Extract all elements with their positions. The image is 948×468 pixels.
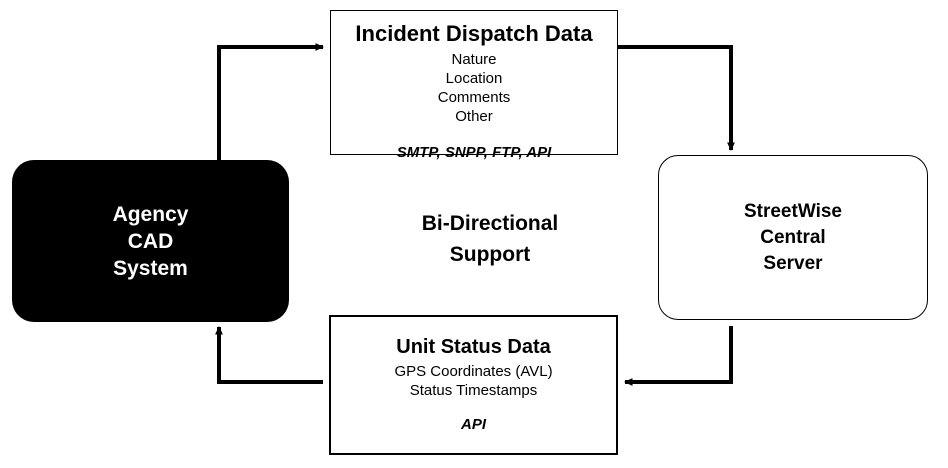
node-unit-status-data[interactable]: Unit Status Data GPS Coordinates (AVL) S…: [329, 315, 618, 455]
node-agency-cad-system[interactable]: Agency CAD System: [12, 160, 289, 322]
caption-bi-directional-support: Bi-Directional Support: [421, 212, 559, 266]
connector-incident-to-server: [612, 45, 735, 151]
node-streetwise-central-server[interactable]: StreetWise Central Server: [658, 155, 928, 320]
node-unit-status-data-protocols: API: [460, 416, 486, 433]
connector-unit-to-cad: [215, 326, 323, 384]
node-streetwise-central-server-title: StreetWise Central Server: [743, 200, 843, 274]
connector-server-to-unit: [624, 326, 733, 386]
connector-cad-to-incident: [217, 43, 324, 166]
node-incident-dispatch-data[interactable]: Incident Dispatch Data Nature Location C…: [330, 10, 618, 161]
node-incident-dispatch-data-protocols: SMTP, SNPP, FTP, API: [396, 144, 552, 161]
node-unit-status-data-title: Unit Status Data: [396, 336, 551, 358]
node-incident-dispatch-data-fields: Nature Location Comments Other: [437, 51, 511, 125]
node-agency-cad-system-title: Agency CAD System: [112, 202, 189, 280]
node-incident-dispatch-data-title: Incident Dispatch Data: [355, 21, 593, 46]
node-unit-status-data-fields: GPS Coordinates (AVL) Status Timestamps: [394, 363, 553, 399]
